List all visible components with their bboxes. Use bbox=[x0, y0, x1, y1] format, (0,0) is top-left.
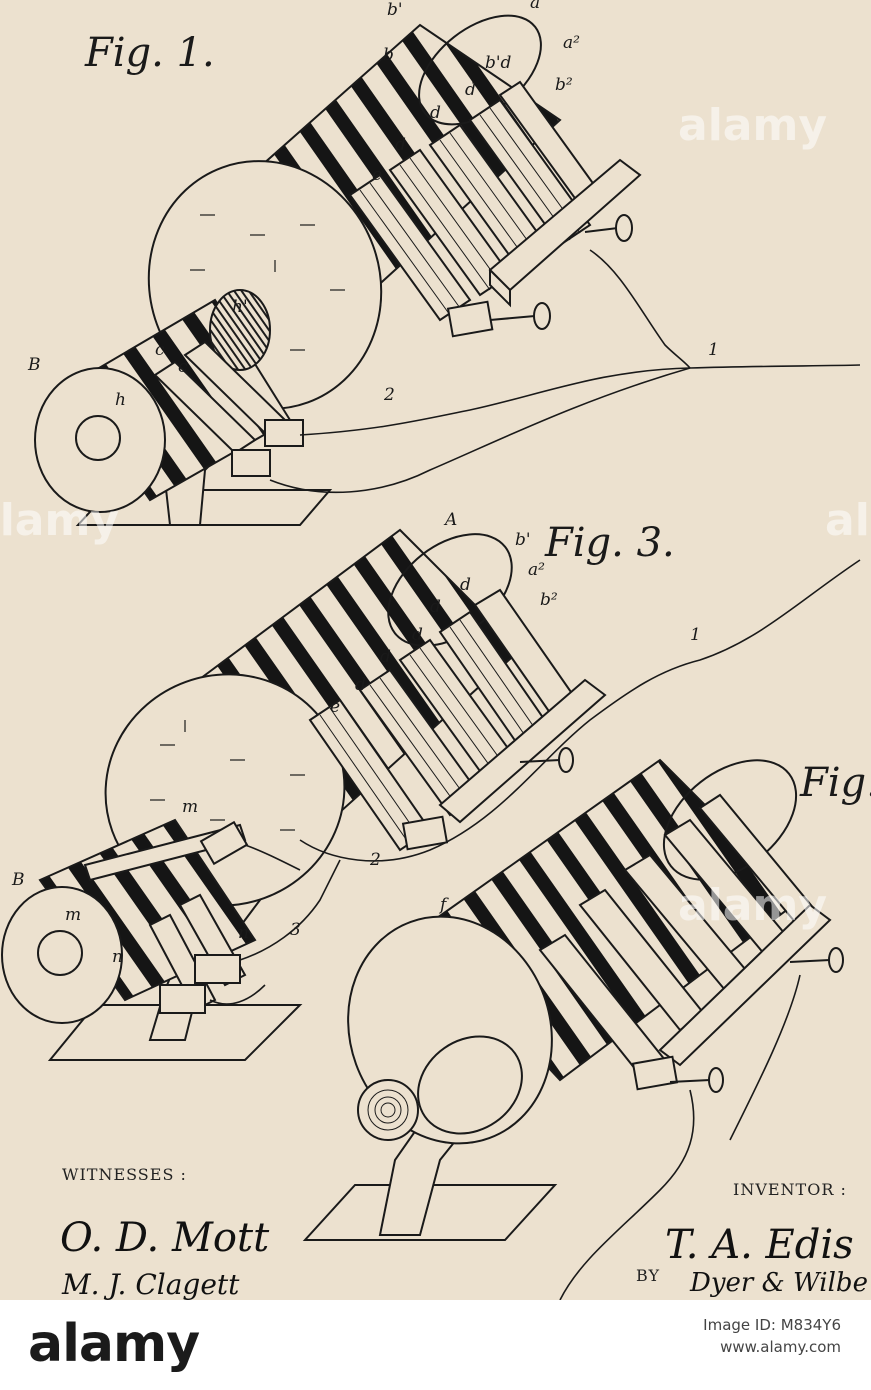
stock-footer: alamy Image ID: M834Y6 www.alamy.com bbox=[0, 1300, 871, 1390]
ref-letter: B bbox=[27, 355, 41, 375]
fig3-small-drum-bore bbox=[38, 931, 82, 975]
inventor-signature: T. A. Edis bbox=[665, 1222, 854, 1268]
attorneys-signature: Dyer & Wilbe bbox=[690, 1268, 868, 1298]
site-url: www.alamy.com bbox=[703, 1336, 841, 1358]
fig1-small-drum-bore bbox=[76, 416, 120, 460]
ref-letter: b bbox=[383, 45, 394, 65]
alamy-logo: alamy bbox=[28, 1314, 199, 1374]
watermark: alamy bbox=[678, 880, 827, 931]
ref-letter: c bbox=[178, 357, 188, 377]
ref-letter: d bbox=[355, 675, 366, 695]
ref-letter: 2 bbox=[383, 385, 395, 405]
figure-1-title: Fig. 1. bbox=[85, 30, 215, 76]
figure-2-title: Fig. bbox=[800, 760, 871, 806]
ref-letter: 1 bbox=[708, 340, 719, 360]
ref-letter: d bbox=[430, 597, 441, 617]
by-label: BY bbox=[636, 1266, 660, 1285]
watermark: alamy bbox=[678, 100, 827, 151]
watermark: alamy bbox=[825, 495, 871, 546]
ref-letter: d bbox=[395, 135, 406, 155]
ref-letter: b² bbox=[540, 590, 558, 610]
ref-letter: d bbox=[460, 575, 471, 595]
figure-3-title: Fig. 3. bbox=[545, 520, 675, 566]
fig2-lower-clamp bbox=[633, 1057, 677, 1090]
ref-letter: A bbox=[443, 510, 457, 530]
ref-letter: d bbox=[430, 103, 441, 123]
image-id: Image ID: M834Y6 bbox=[703, 1314, 841, 1336]
ref-letter: a bbox=[530, 0, 540, 13]
ref-letter: b'd bbox=[485, 53, 512, 73]
ref-letter: 3 bbox=[290, 920, 301, 940]
ref-letter: h bbox=[115, 390, 126, 410]
ref-letter: 2 bbox=[369, 850, 381, 870]
witness-signature-1: O. D. Mott bbox=[60, 1215, 269, 1261]
ref-letter: B bbox=[11, 870, 25, 890]
ref-letter: m bbox=[182, 797, 198, 817]
ref-letter: n bbox=[238, 923, 249, 943]
witnesses-heading: WITNESSES : bbox=[62, 1165, 187, 1184]
fig1-terminal-block-2 bbox=[232, 450, 270, 476]
ref-letter: b' bbox=[515, 530, 531, 550]
fig3-terminal-block-1 bbox=[195, 955, 240, 983]
watermark: alamy bbox=[0, 495, 119, 546]
ref-letter: n bbox=[112, 947, 123, 967]
ref-letter: d bbox=[380, 647, 391, 667]
ref-letter: c bbox=[155, 340, 165, 360]
fig1-terminal-block-1 bbox=[265, 420, 303, 446]
image-info: Image ID: M834Y6 www.alamy.com bbox=[703, 1314, 841, 1358]
ref-letter: e bbox=[372, 165, 382, 185]
patent-drawing-canvas: b b' a a² b'd b² d d d e h' c c h B 1 2 … bbox=[0, 0, 871, 1300]
inventor-heading: INVENTOR : bbox=[733, 1180, 847, 1199]
ref-letter: d bbox=[412, 625, 423, 645]
fig2-shaft-end bbox=[358, 1080, 418, 1140]
ref-letter: h' bbox=[232, 297, 248, 317]
figure-1-drawing bbox=[35, 0, 860, 525]
ref-letter: m bbox=[65, 905, 81, 925]
witness-signature-2: M. J. Clagett bbox=[62, 1268, 239, 1300]
ref-letter: a² bbox=[528, 560, 545, 580]
fig1-lower-clamp bbox=[448, 302, 492, 337]
ref-letter: d bbox=[465, 80, 476, 100]
fig3-terminal-block-2 bbox=[160, 985, 205, 1013]
ref-letter: 1 bbox=[690, 625, 701, 645]
ref-letter: b² bbox=[555, 75, 573, 95]
ref-letter: e bbox=[330, 697, 340, 717]
ref-letter: a² bbox=[563, 33, 580, 53]
patent-drawing-sheet: b b' a a² b'd b² d d d e h' c c h B 1 2 … bbox=[0, 0, 871, 1300]
ref-letter: b' bbox=[387, 0, 403, 20]
